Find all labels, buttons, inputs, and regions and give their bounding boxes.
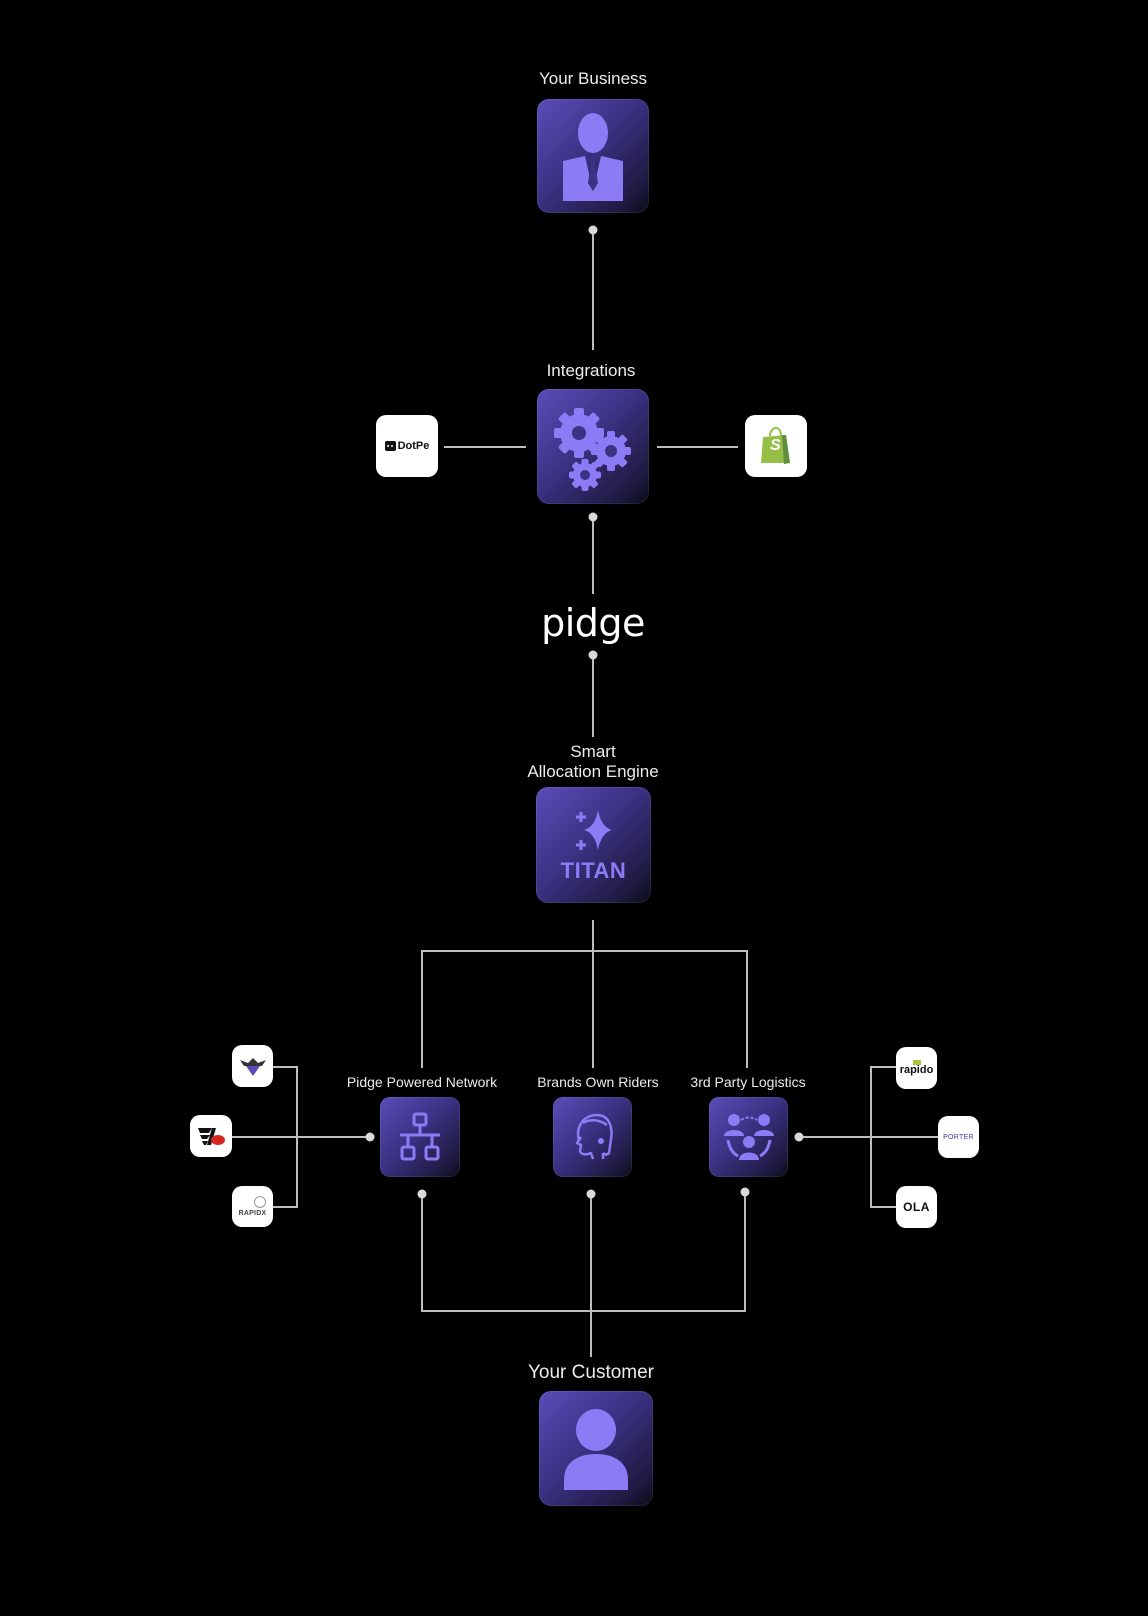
dotpe-logo-mark [384,441,396,451]
winged-bird-logo-icon [239,1058,266,1076]
engine-label-line1: Smart [570,742,616,761]
integrations-label: Integrations [546,361,636,380]
connector-left-partner-bottom [273,1206,298,1208]
rapido-logo-text: rapido [899,1064,934,1076]
channel-node-riders[interactable] [553,1097,632,1177]
right-partner-logo-ola[interactable]: OLA [896,1186,937,1228]
sparkle-icon [575,810,612,850]
right-partner-logo-porter[interactable]: PORTER [938,1116,979,1158]
connector-dotpe-integrations [444,446,526,448]
rapidx-emblem-icon [253,1196,266,1208]
right-partner-logo-rapido[interactable]: rapido [896,1047,937,1089]
connector-dot [588,225,598,235]
connector-integrations-pidge [592,517,594,594]
connector-engine-down [592,920,594,1068]
business-label: Your Business [538,69,648,88]
business-node[interactable] [537,99,649,213]
porter-logo-text: PORTER [943,1133,974,1141]
connector-dot [588,650,598,660]
partner-logo-dotpe[interactable]: DotPe [376,415,438,477]
rider-helmet-icon [575,1113,613,1160]
left-partner-logo-1[interactable] [232,1045,273,1087]
channel-node-network[interactable] [380,1097,460,1177]
connector-dot [588,512,598,522]
integrations-node[interactable] [537,389,649,504]
engine-node[interactable]: TITAN [536,787,651,903]
dotpe-logo-text: DotPe [397,440,430,452]
gears-icon [554,407,631,491]
connector-dot [794,1132,804,1142]
connector-left-partner-top [273,1066,298,1068]
shopify-logo-text: S [770,437,781,454]
connector-logistics-to-right-partners [799,1136,938,1138]
connector-right-partner-bottom [870,1206,896,1208]
connector-channels-bottom-bar [421,1310,746,1312]
customer-icon [564,1408,628,1490]
connector-business-integrations [592,230,594,350]
connector-riders-down [590,1194,592,1357]
connector-left-partners-to-network [232,1136,370,1138]
titan-badge-text: TITAN [560,858,627,883]
pidge-brand-logo: pidge [541,601,645,645]
left-partner-logo-rapidx[interactable]: RAPIDX [232,1186,273,1227]
ola-logo-text: OLA [903,1200,930,1214]
customer-label: Your Customer [527,1362,655,1383]
left-partner-logo-2[interactable] [190,1115,232,1157]
connector-channel-left-top [421,950,423,1068]
shopify-bag-icon [761,427,790,464]
connector-logistics-down [744,1192,746,1311]
connector-pidge-engine [592,655,594,737]
channel-label-network: Pidge Powered Network [346,1074,498,1090]
connector-network-down [421,1194,423,1311]
network-icon [400,1112,440,1161]
channel-label-riders: Brands Own Riders [537,1074,659,1090]
connector-dot [586,1189,596,1199]
rapido-crown-icon [912,1060,921,1065]
channel-label-logistics: 3rd Party Logistics [690,1074,806,1090]
connector-integrations-shopify [657,446,738,448]
connector-channel-right-top [746,950,748,1068]
speed-b-logo-icon [198,1128,225,1145]
customer-node[interactable] [539,1391,653,1506]
connector-right-partner-top [870,1066,896,1068]
team-icon [723,1114,774,1160]
connector-dot [740,1187,750,1197]
businessman-icon [563,113,623,201]
connector-dot [365,1132,375,1142]
channel-node-logistics[interactable] [709,1097,788,1177]
rapidx-logo-text: RAPIDX [238,1210,267,1217]
connector-dot [417,1189,427,1199]
connector-channels-top-bar [421,950,748,952]
partner-logo-shopify[interactable]: S [745,415,807,477]
engine-label-line2: Allocation Engine [527,762,659,781]
